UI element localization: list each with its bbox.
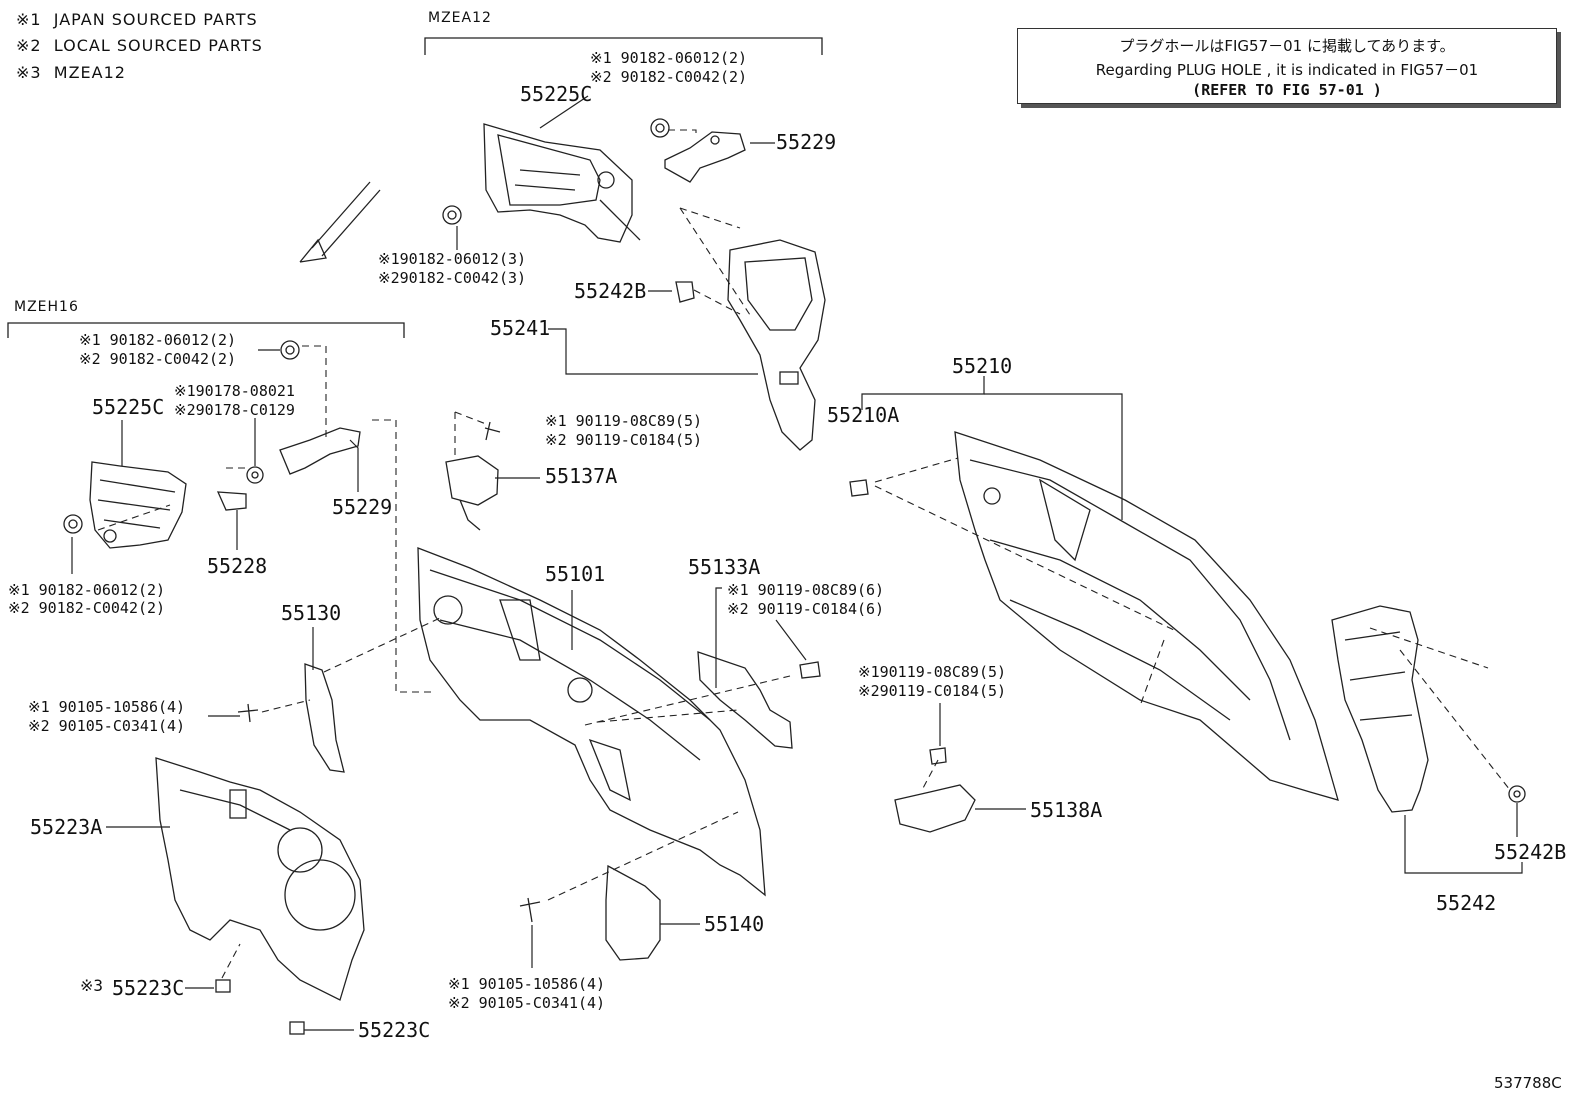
part-label-55137a: 55137A [545,464,618,488]
fastener-label: ※1 90105-10586(4) [448,975,606,993]
nut-icon [1508,785,1526,803]
fastener-label: ※2 90105-C0341(4) [448,994,606,1012]
fastener-label: ※290182-C0042(3) [378,269,527,287]
nut-icon [650,118,670,138]
part-label-55229-left: 55229 [332,495,393,519]
fastener-label: ※1 90182-06012(2) [79,331,237,349]
part-shape-55138a [894,784,976,833]
nut-icon [246,466,264,484]
bolt-icon [237,703,259,723]
part-shape-55140 [605,864,661,961]
bolt-icon [519,897,541,923]
part-shape-55225c-left [89,461,187,549]
fastener-label: ※290119-C0184(5) [858,682,1007,700]
part-label-55210a: 55210A [827,403,900,427]
nut-icon [280,340,300,360]
part-label-55223a: 55223A [30,815,103,839]
part-shape-55225c-top [483,123,641,243]
bolt-icon [929,747,947,765]
part-label-55229-top: 55229 [776,130,837,154]
mzea12-bracket [424,37,823,55]
fastener-label: ※2 90182-C0042(2) [590,68,748,86]
nut-icon [63,514,83,534]
fastener-label: ※190182-06012(3) [378,250,527,268]
direction-arrow-icon [299,181,381,263]
part-label-55225c-left: 55225C [92,395,165,419]
legend-mark-3: ※3 [80,976,104,995]
part-shape-55223a [155,757,365,1001]
part-shape-55133a [697,651,793,749]
part-label-55223c-a: 55223C [112,976,185,1000]
part-label-55138a: 55138A [1030,798,1103,822]
fastener-label: ※2 90119-C0184(5) [545,431,703,449]
clip-icon [289,1021,305,1035]
part-shape-55137a [445,455,499,531]
bolt-icon [484,421,501,441]
part-shape-55101 [417,547,766,897]
legend-item-3: ※3 MZEA12 [16,63,126,82]
clip-icon [675,281,695,303]
part-label-55242b-top: 55242B [574,279,647,303]
fastener-label: ※1 90105-10586(4) [28,698,186,716]
part-shape-55210 [954,431,1339,801]
clip-icon [849,479,869,497]
note-line-3: (REFER TO FIG 57-01 ) [1192,81,1382,99]
part-label-55241: 55241 [490,316,551,340]
bolt-icon [799,661,821,679]
clip-icon [215,979,231,993]
group-label-mzeh16: MZEH16 [14,299,79,315]
fastener-label: ※190119-08C89(5) [858,663,1007,681]
part-label-55210: 55210 [952,354,1013,378]
part-label-55101: 55101 [545,562,606,586]
plug-hole-note: プラグホールはFIG57－01 に掲載してあります。 Regarding PLU… [1017,28,1557,104]
fastener-label: ※1 90182-06012(2) [8,581,166,599]
part-label-55228: 55228 [207,554,268,578]
part-label-55133a: 55133A [688,555,761,579]
mzeh16-bracket [7,322,405,338]
fastener-label: ※2 90182-C0042(2) [8,599,166,617]
part-label-55242b-right: 55242B [1494,840,1567,864]
note-line-1: プラグホールはFIG57－01 に掲載してあります。 [1119,37,1455,55]
part-label-55223c-b: 55223C [358,1018,431,1042]
fastener-label: ※2 90119-C0184(6) [727,600,885,618]
fastener-label: ※290178-C0129 [174,401,295,419]
figure-code: 537788C [1494,1074,1562,1092]
fastener-label: ※1 90119-08C89(5) [545,412,703,430]
part-label-55140: 55140 [704,912,765,936]
legend-item-2: ※2 LOCAL SOURCED PARTS [16,36,263,55]
part-shape-55229-top [664,131,746,183]
part-shape-55241 [727,239,826,451]
fastener-label: ※2 90182-C0042(2) [79,350,237,368]
part-label-55225c-top: 55225C [520,82,593,106]
part-shape-55130 [304,663,345,773]
part-label-55242: 55242 [1436,891,1497,915]
fastener-label: ※1 90182-06012(2) [590,49,748,67]
part-shape-55228 [216,491,247,511]
part-shape-55229-left [279,427,361,475]
note-line-2: Regarding PLUG HOLE , it is indicated in… [1095,61,1479,79]
fastener-label: ※1 90119-08C89(6) [727,581,885,599]
nut-icon [442,205,462,225]
part-shape-55242 [1331,605,1429,813]
group-label-mzea12: MZEA12 [428,10,492,26]
part-label-55130: 55130 [281,601,342,625]
legend-item-1: ※1 JAPAN SOURCED PARTS [16,10,258,29]
fastener-label: ※2 90105-C0341(4) [28,717,186,735]
fastener-label: ※190178-08021 [174,382,295,400]
